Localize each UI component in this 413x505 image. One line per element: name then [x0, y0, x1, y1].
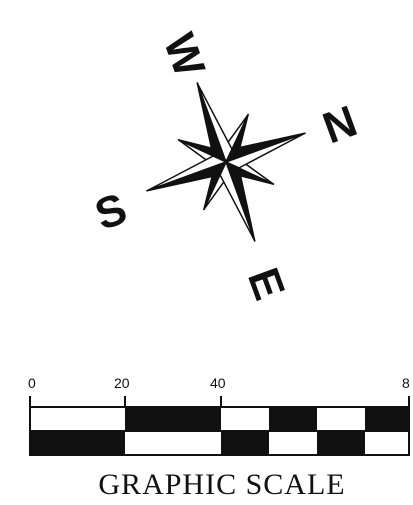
scale-block-bottom-5	[317, 431, 365, 455]
compass-label-east: E	[238, 262, 294, 306]
graphic-scale: 0 20 40 8 GRAPHIC SCALE	[28, 375, 410, 501]
scale-block-top-5	[317, 407, 365, 431]
scale-tick-40: 40	[210, 375, 226, 391]
scale-block-top-1	[30, 407, 125, 431]
compass-label-north: N	[317, 97, 364, 154]
scale-block-bottom-1	[30, 431, 125, 455]
scale-block-bottom-3	[221, 431, 269, 455]
compass-major-points	[146, 82, 306, 242]
scale-block-top-6	[365, 407, 409, 431]
scale-tick-20: 20	[114, 375, 130, 391]
scale-block-bottom-6	[365, 431, 409, 455]
scale-tick-0: 0	[28, 375, 36, 391]
scale-block-bottom-2	[125, 431, 221, 455]
scale-block-top-2	[125, 407, 221, 431]
compass-point-w-light	[146, 155, 227, 192]
scale-block-bottom-4	[269, 431, 317, 455]
compass-label-south: S	[89, 184, 133, 240]
scale-block-top-4	[269, 407, 317, 431]
scale-block-top-3	[221, 407, 269, 431]
scale-title: GRAPHIC SCALE	[98, 468, 345, 501]
scale-tick-8: 8	[402, 375, 410, 391]
compass-label-west: W	[154, 27, 214, 83]
compass-rose	[146, 82, 306, 242]
